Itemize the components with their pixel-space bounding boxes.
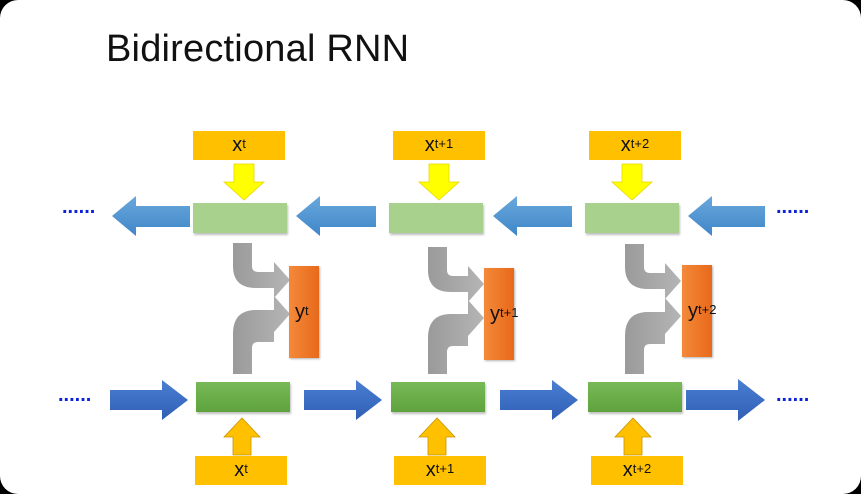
input-label: x bbox=[620, 134, 631, 156]
merge-arrow-from-forward bbox=[625, 298, 681, 374]
input-superscript: t+1 bbox=[435, 461, 455, 476]
output-superscript: t+2 bbox=[698, 301, 717, 317]
backward-hidden-node bbox=[193, 203, 287, 233]
forward-arrow bbox=[500, 380, 578, 420]
ellipsis-top-left: ...... bbox=[62, 196, 96, 218]
backward-hidden-node bbox=[389, 203, 483, 233]
ellipsis-top-right: ...... bbox=[776, 196, 810, 218]
slide-title: Bidirectional RNN bbox=[106, 28, 410, 70]
backward-arrow bbox=[296, 196, 376, 236]
forward-hidden-node bbox=[391, 382, 485, 412]
forward-arrow bbox=[110, 380, 188, 420]
output-label: y bbox=[490, 302, 500, 325]
forward-arrow bbox=[686, 379, 765, 421]
merge-arrow-from-backward bbox=[625, 244, 681, 299]
merge-arrow-from-backward bbox=[428, 247, 484, 302]
output-superscript: t bbox=[305, 302, 309, 318]
input-arrow-up bbox=[418, 417, 456, 456]
ellipsis-bottom-right: ...... bbox=[776, 384, 810, 406]
input-arrow-down bbox=[610, 163, 654, 201]
input-superscript: t bbox=[242, 136, 246, 151]
input-label: x bbox=[234, 459, 245, 481]
input-label: x bbox=[424, 134, 435, 156]
merge-arrow-from-backward bbox=[233, 243, 290, 298]
merge-arrow-from-forward bbox=[428, 300, 484, 374]
merge-arrow-from-forward bbox=[233, 296, 290, 374]
input-arrow-up bbox=[223, 417, 261, 456]
input-arrow-up bbox=[614, 417, 652, 456]
forward-hidden-node bbox=[196, 382, 290, 412]
backward-arrow bbox=[112, 196, 190, 236]
input-arrow-down bbox=[417, 163, 461, 201]
backward-arrow bbox=[493, 196, 572, 236]
output-label: y bbox=[295, 300, 305, 323]
input-superscript: t+1 bbox=[434, 136, 454, 151]
forward-hidden-node bbox=[588, 382, 682, 412]
backward-arrow bbox=[688, 196, 765, 236]
input-superscript: t bbox=[244, 461, 248, 476]
input-label: x bbox=[232, 134, 243, 156]
ellipsis-bottom-left: ...... bbox=[58, 384, 92, 406]
input-label: x bbox=[425, 459, 436, 481]
input-superscript: t+2 bbox=[630, 136, 650, 151]
input-superscript: t+2 bbox=[632, 461, 652, 476]
backward-hidden-node bbox=[585, 203, 679, 233]
forward-arrow bbox=[304, 380, 382, 420]
input-label: x bbox=[622, 459, 633, 481]
input-arrow-down bbox=[222, 163, 266, 201]
output-superscript: t+1 bbox=[500, 304, 519, 320]
output-label: y bbox=[688, 299, 698, 322]
